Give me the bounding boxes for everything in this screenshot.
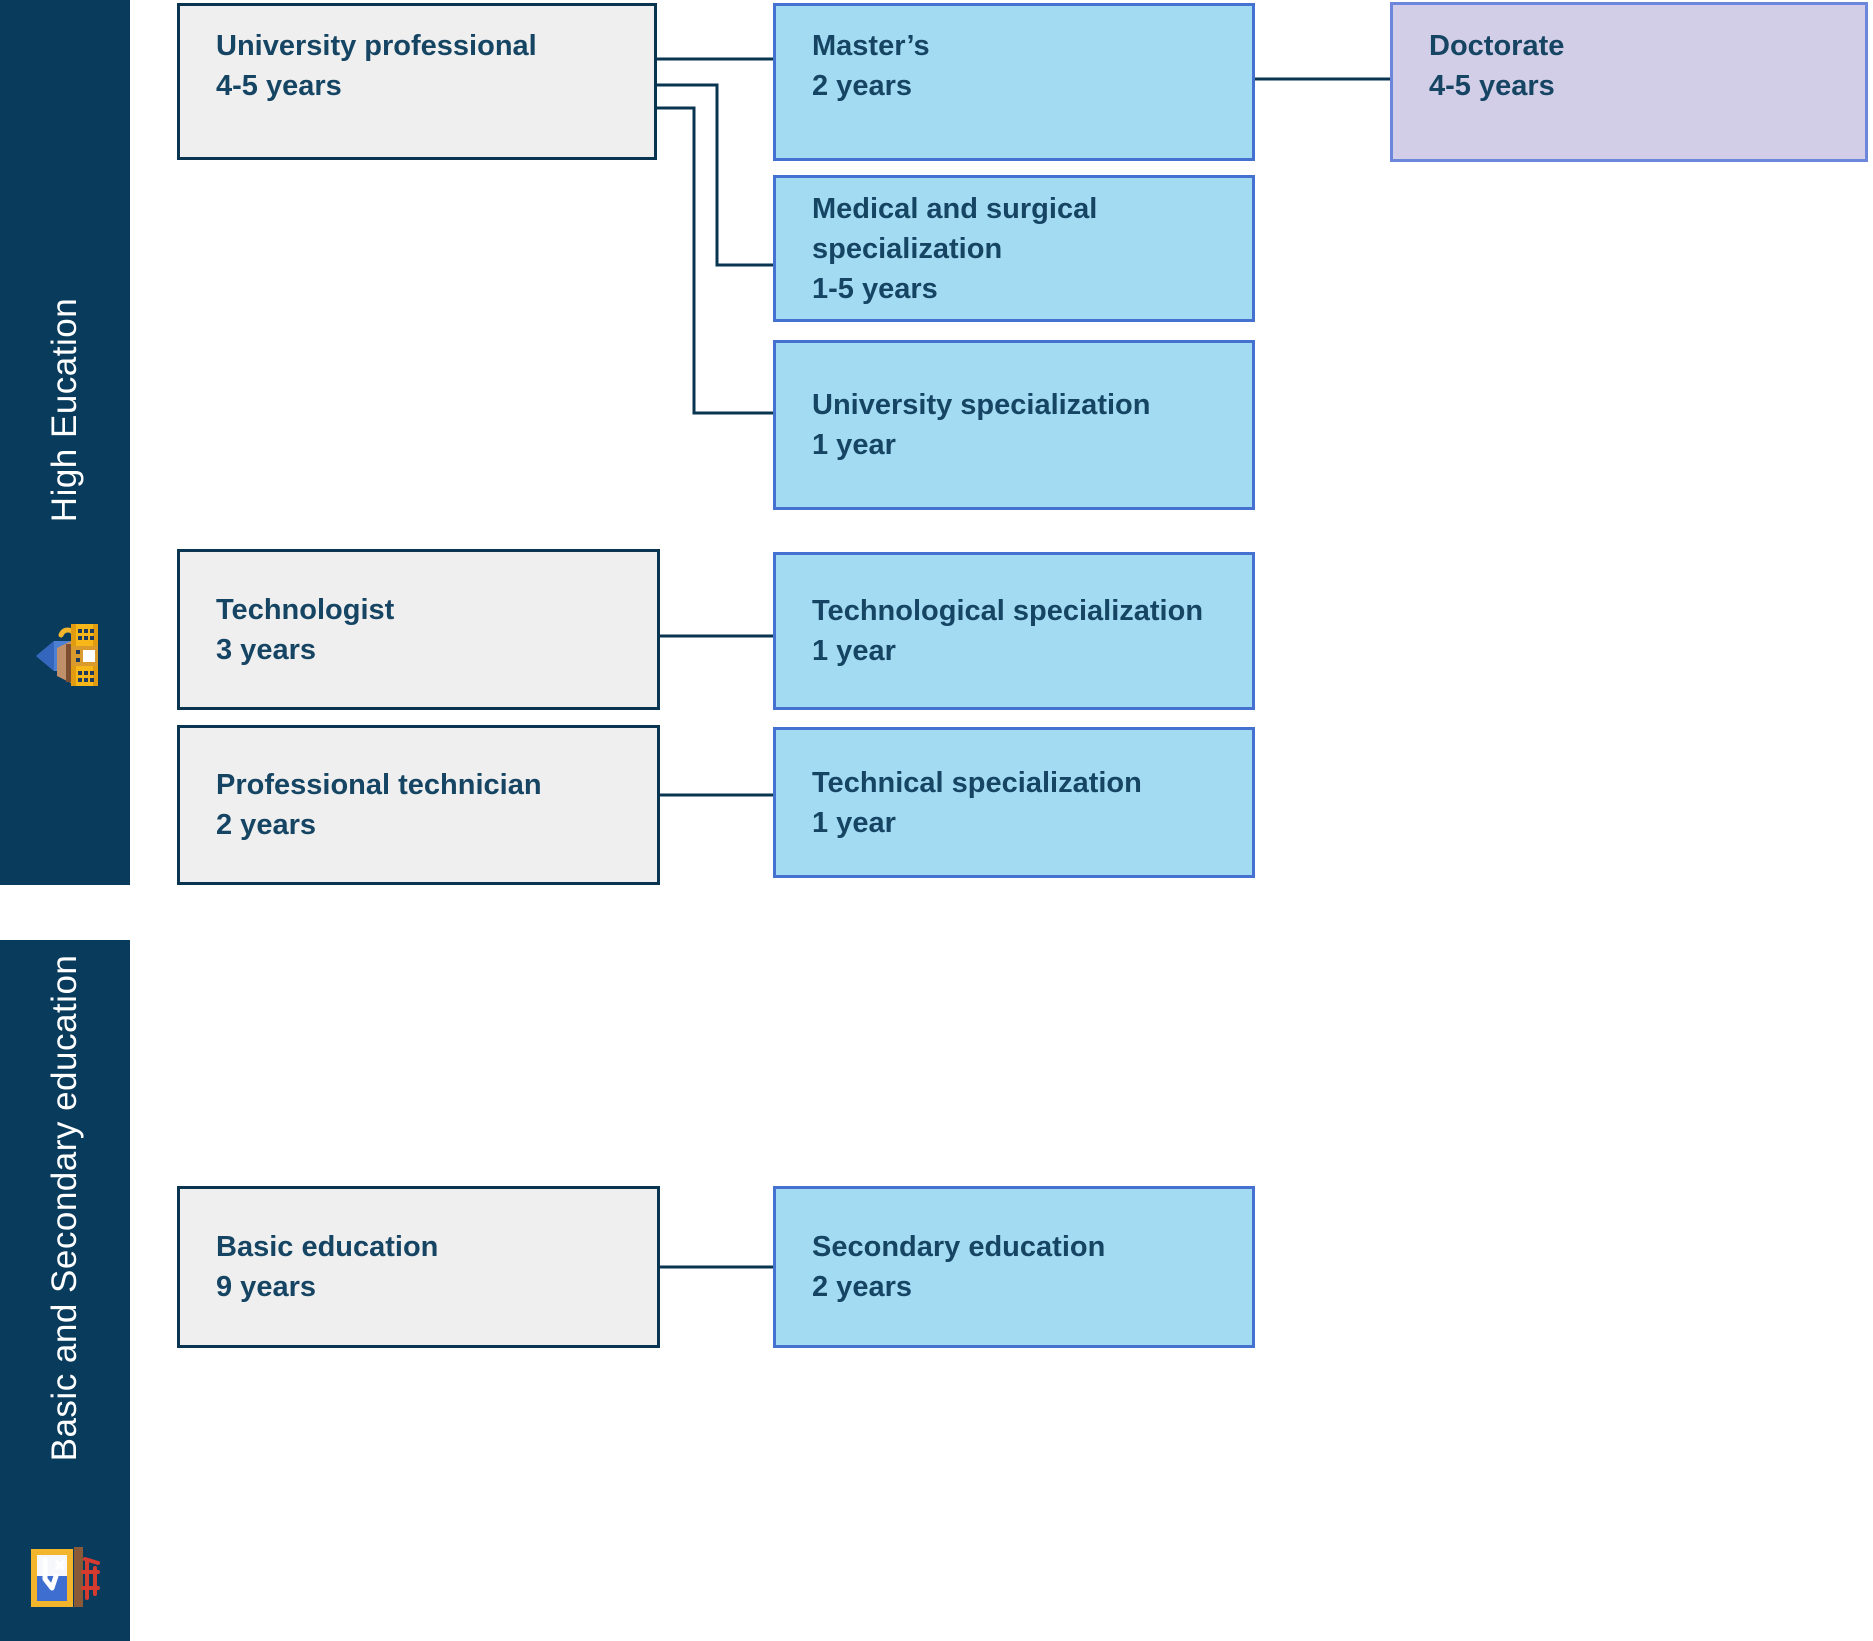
node-duration: 2 years (812, 1271, 912, 1303)
node-duration: 4-5 years (1429, 70, 1555, 102)
node-duration: 1-5 years (812, 272, 938, 305)
node-duration: 3 years (216, 633, 316, 666)
node-title: Master’s (812, 30, 930, 62)
node-duration: 1 year (812, 429, 896, 461)
node-duration: 1 year (812, 806, 896, 839)
connector-university-professional-to-medical (657, 83, 773, 267)
node-duration: 2 years (812, 70, 912, 102)
node-title: Secondary education (812, 1231, 1106, 1263)
node-title: Basic education (216, 1231, 439, 1263)
node-title: Technological specialization (812, 595, 1204, 627)
node-doctorate: Doctorate 4-5 years (1390, 2, 1868, 162)
node-secondary-education: Secondary education 2 years (773, 1186, 1255, 1348)
node-duration: 9 years (216, 1271, 316, 1303)
node-title: Doctorate (1429, 30, 1565, 62)
connector-university-professional-to-univ-spec (657, 106, 773, 415)
node-title: Technical specialization (812, 766, 1142, 799)
node-medical-surgical-specialization: Medical and surgical specialization 1-5 y… (773, 175, 1255, 322)
node-university-professional: University professional 4-5 years (177, 3, 657, 160)
sidebar-band-high-education (0, 0, 130, 885)
node-masters: Master’s 2 years (773, 3, 1255, 161)
node-basic-education: Basic education 9 years (177, 1186, 660, 1348)
node-professional-technician: Professional technician 2 years (177, 725, 660, 885)
node-university-specialization: University specialization 1 year (773, 340, 1255, 510)
node-title: University professional (216, 29, 537, 62)
node-duration: 2 years (216, 809, 316, 841)
classroom-door-icon (31, 1547, 100, 1607)
node-title: Medical and surgical specialization (812, 192, 1098, 265)
school-building-icon (36, 624, 98, 686)
node-technical-specialization: Technical specialization 1 year (773, 727, 1255, 878)
sidebar-band-basic-secondary-education (0, 940, 130, 1641)
node-technological-specialization: Technological specialization 1 year (773, 552, 1255, 710)
node-title: Technologist (216, 593, 395, 626)
node-title: Professional technician (216, 769, 542, 801)
node-duration: 4-5 years (216, 69, 342, 102)
node-duration: 1 year (812, 635, 896, 667)
node-technologist: Technologist 3 years (177, 549, 660, 710)
node-title: University specialization (812, 389, 1151, 421)
